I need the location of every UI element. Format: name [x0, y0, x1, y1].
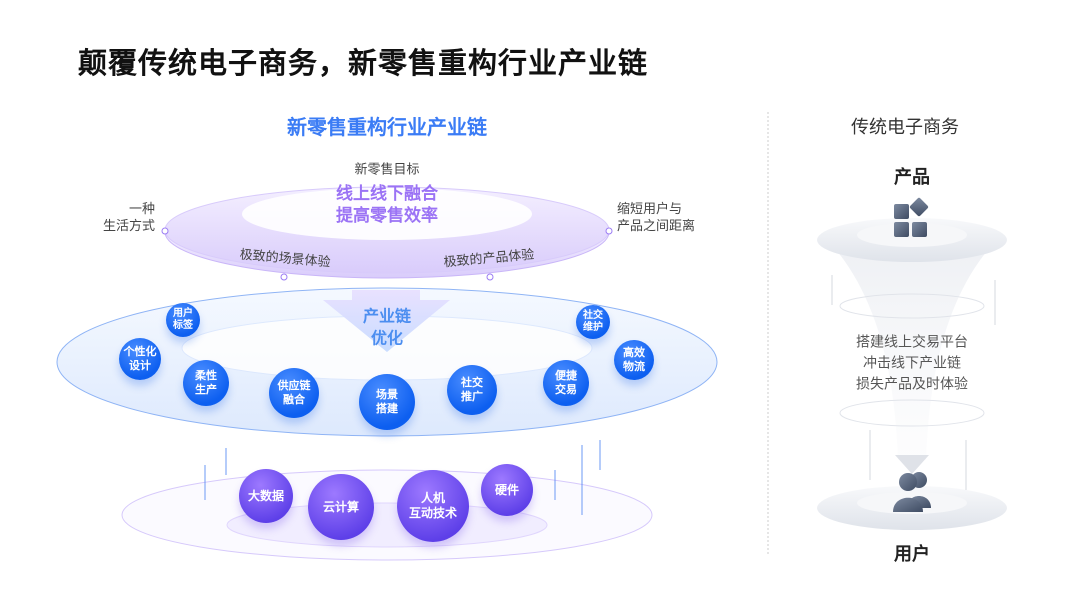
bubble-scene-building: 场景 搭建	[359, 374, 415, 430]
light-lines	[204, 440, 601, 515]
goal-label: 新零售目标	[354, 162, 420, 178]
lifestyle-note: 一种 生活方式	[102, 202, 155, 234]
user-label: 用户	[894, 544, 930, 565]
bubble-cloud-computing: 云计算	[308, 474, 374, 540]
bubble-big-data: 大数据	[239, 469, 293, 523]
users-icon	[893, 472, 931, 512]
bubble-social-maintenance: 社交 维护	[576, 305, 610, 339]
bubble-supply-chain: 供应链 融合	[269, 368, 319, 418]
distance-note: 缩短用户与 产品之间距离	[617, 202, 696, 234]
bubble-efficient-logistics: 高效 物流	[614, 340, 654, 380]
product-label: 产品	[894, 167, 930, 188]
bubble-easy-trade: 便捷 交易	[543, 360, 589, 406]
bubble-hci-tech: 人机 互动技术	[397, 470, 469, 542]
bubble-hardware: 硬件	[481, 464, 533, 516]
arrow-label-1: 产业链	[362, 306, 412, 326]
traditional-text-3: 损失产品及时体验	[856, 376, 968, 393]
goal-line-2: 提高零售效率	[336, 206, 438, 226]
arrow-label-2: 优化	[370, 328, 404, 348]
optimization-arrow	[323, 290, 450, 352]
new-retail-heading: 新零售重构行业产业链	[287, 115, 487, 139]
goal-ellipse	[161, 186, 613, 281]
bubble-social-promotion: 社交 推广	[447, 365, 497, 415]
traditional-text-2: 冲击线下产业链	[863, 355, 961, 372]
traditional-text-1: 搭建线上交易平台	[856, 334, 968, 351]
page-title: 颠覆传统电子商务，新零售重构行业产业链	[78, 46, 649, 80]
product-icon	[894, 197, 929, 237]
traditional-heading: 传统电子商务	[851, 117, 959, 138]
bubble-user-tags: 用户 标签	[166, 303, 200, 337]
goal-line-1: 线上线下融合	[336, 184, 438, 204]
bubble-flexible-production: 柔性 生产	[183, 360, 229, 406]
bubble-personalized-design: 个性化 设计	[119, 338, 161, 380]
tech-layer-ellipse	[121, 469, 653, 561]
